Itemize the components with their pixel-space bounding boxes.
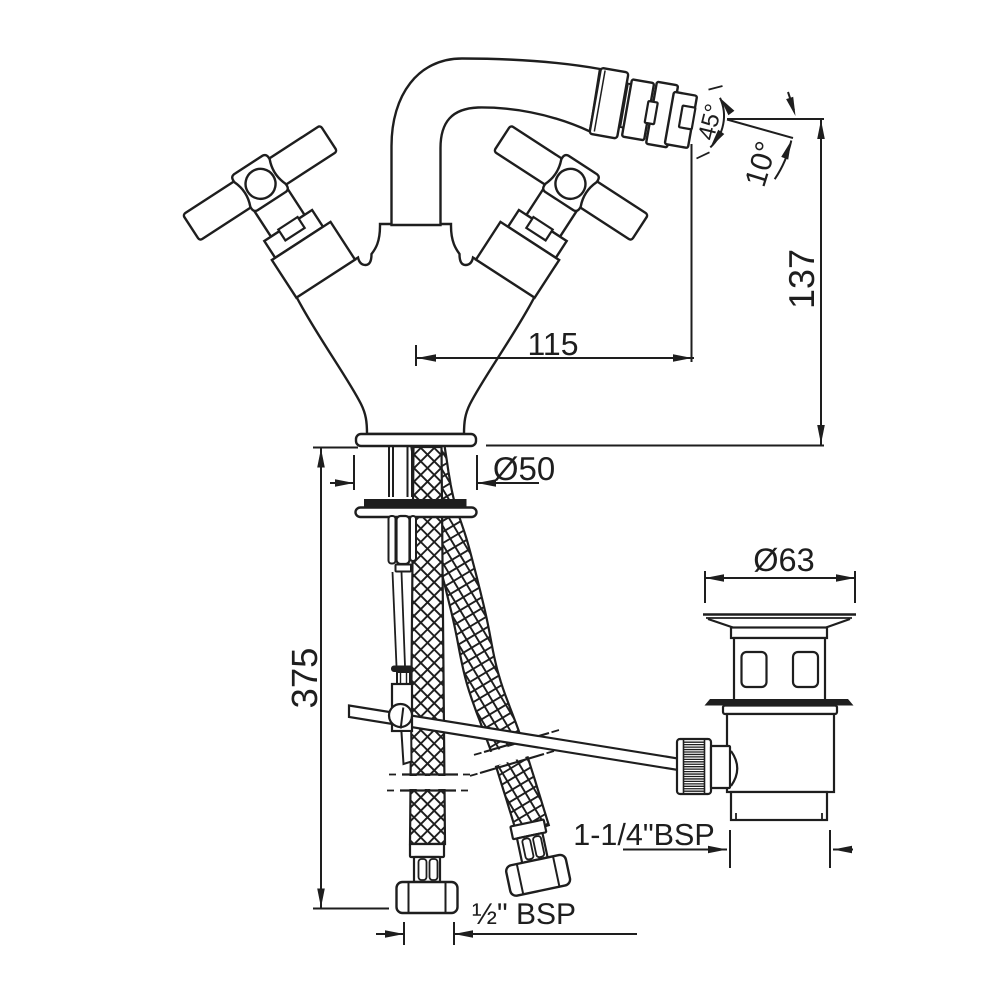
svg-text:375: 375 xyxy=(284,648,325,709)
svg-text:Ø50: Ø50 xyxy=(493,450,555,487)
svg-text:137: 137 xyxy=(781,249,822,309)
svg-text:Ø63: Ø63 xyxy=(753,542,814,578)
svg-text:1-1/4"BSP: 1-1/4"BSP xyxy=(573,818,714,852)
svg-text:115: 115 xyxy=(527,326,578,362)
svg-text:½" BSP: ½" BSP xyxy=(472,898,576,931)
